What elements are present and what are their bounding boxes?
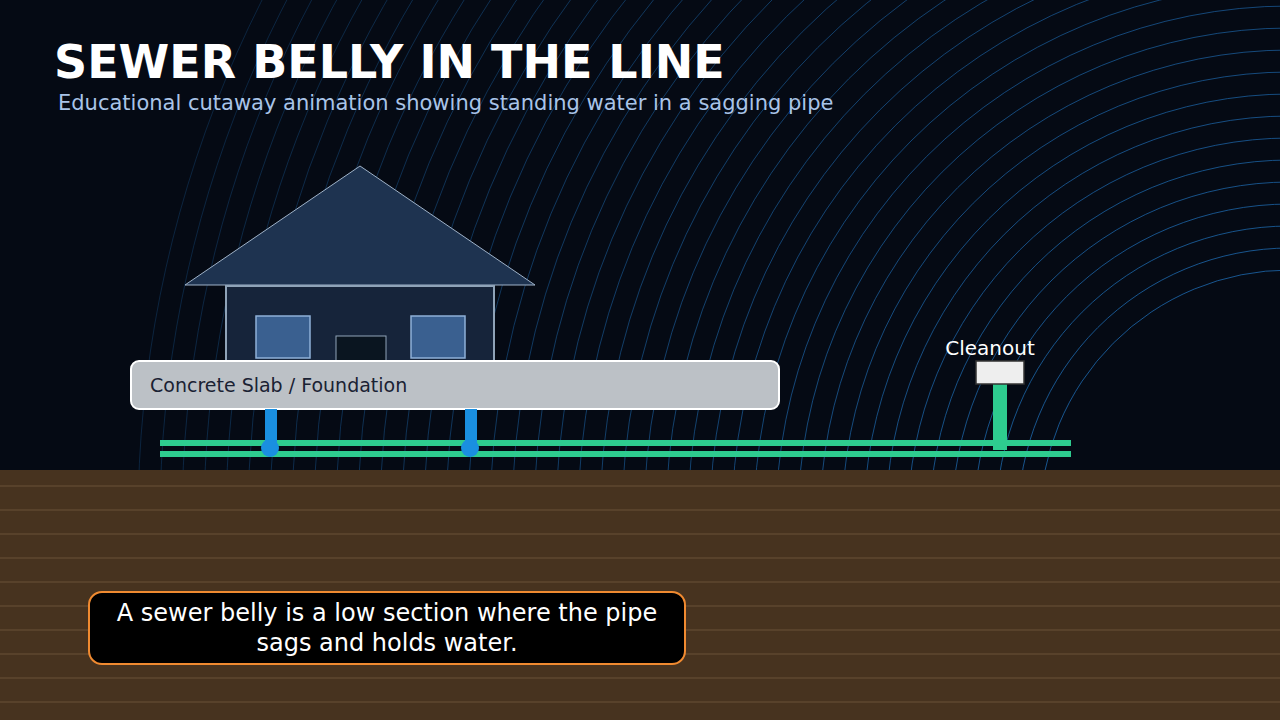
node-text: Cleanout [927,336,1053,361]
ripple-arc [1018,248,1280,470]
drain-joint [461,439,479,457]
ripple-arc [1040,270,1280,470]
ripple-arc [732,0,1280,470]
house-body [226,286,494,366]
node-text: A sewer belly is a low section where the… [108,598,666,658]
caption-box: A sewer belly is a low section where the… [88,591,686,665]
soil-stratum [0,534,1280,535]
foundation-slab: Concrete Slab / Foundation [131,361,785,409]
concrete-slab [131,361,779,409]
soil-stratum [0,510,1280,511]
soil-lines [0,486,1280,702]
ripple-arc [952,182,1280,470]
sewer-pipe-wall [160,440,1071,446]
ripple-arc [754,0,1280,470]
subtitle: Educational cutaway animation showing st… [58,91,833,115]
house-window [256,316,310,358]
soil-stratum [0,582,1280,583]
soil-stratum [0,558,1280,559]
title: SEWER BELLY IN THE LINE [54,34,725,90]
cleanout-riser [993,384,1007,450]
ripple-arc [820,50,1280,470]
node-text: Concrete Slab / Foundation [150,373,766,397]
ripple-arc [908,138,1280,470]
house-window [411,316,465,358]
drain-joint [261,439,279,457]
cleanout-cap [976,361,1024,384]
sewer-pipe-wall [160,451,1071,457]
ripple-arc [842,72,1280,470]
soil-stratum [0,486,1280,487]
ripple-arc [864,94,1280,470]
sky-background [0,0,1280,470]
ripple-arc [798,28,1280,470]
cleanout-label: Cleanout [927,330,1053,367]
house-roof [185,166,535,285]
soil-stratum [0,702,1280,703]
ripple-arc [930,160,1280,470]
soil-ground [0,470,1280,720]
soil-stratum [0,678,1280,679]
